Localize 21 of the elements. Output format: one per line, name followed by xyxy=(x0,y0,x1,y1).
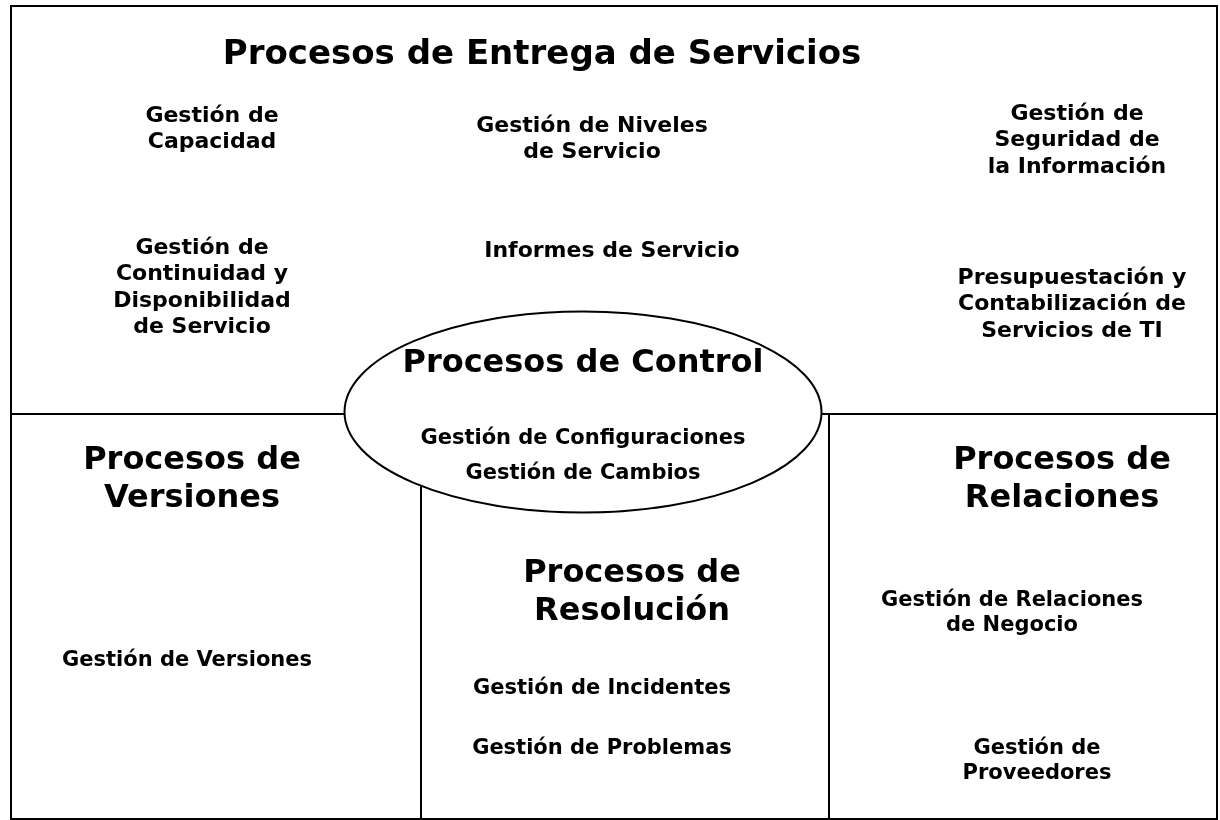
process-label: Informes de Servicio xyxy=(483,237,741,264)
process-label: Presupuestación y Contabilización de Servicios de TI xyxy=(956,264,1188,344)
process-label: Gestión de Proveedores xyxy=(961,735,1113,786)
panel-heading: Procesos de Entrega de Servicios xyxy=(221,32,863,73)
process-label: Gestión de Cambios xyxy=(464,460,702,486)
process-label: Gestión de Configuraciones xyxy=(419,425,747,451)
process-label: Gestión de Incidentes xyxy=(472,675,732,701)
process-panel xyxy=(828,413,1218,820)
process-label: Gestión de Seguridad de la Información xyxy=(986,100,1168,180)
panel-heading: Procesos de Relaciones xyxy=(952,439,1172,516)
process-label: Gestión de Continuidad y Disponibilidad de Servicio xyxy=(112,234,292,340)
panel-heading: Procesos de Versiones xyxy=(82,439,302,516)
panel-heading: Procesos de Resolución xyxy=(522,552,742,629)
process-label: Gestión de Niveles de Servicio xyxy=(475,112,709,165)
process-label: Gestión de Relaciones de Negocio xyxy=(879,587,1144,638)
process-panel xyxy=(10,413,422,820)
ellipse-heading: Procesos de Control xyxy=(401,342,765,381)
process-panel xyxy=(10,5,1218,415)
process-label: Gestión de Problemas xyxy=(471,735,733,761)
process-label: Gestión de Capacidad xyxy=(144,102,280,155)
process-label: Gestión de Versiones xyxy=(61,647,313,673)
